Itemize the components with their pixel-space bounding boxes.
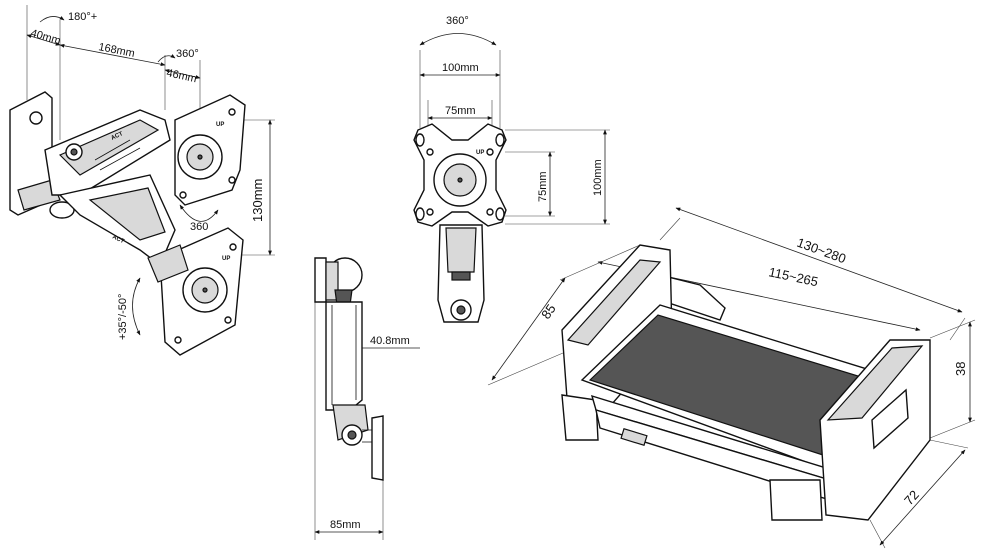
vesa-column-inner [445, 227, 477, 273]
side-arm [325, 301, 363, 411]
side-depth-label: 40.8mm [370, 335, 410, 347]
lower-vesa-bolt [202, 287, 208, 293]
inner-height-label: 75mm [537, 171, 549, 202]
rotation-label: 360 [190, 221, 208, 233]
outer-height-label: 100mm [592, 159, 604, 196]
wall-offset-dimension: 40mm [26, 27, 62, 47]
vesa-hub-bolt [457, 177, 463, 183]
rotation-indicator: 360 [179, 204, 219, 233]
dual-arm-assembly: 40mm 180°+ 168mm 360° 46mm 130mm [9, 5, 275, 356]
vesa-hole-br [486, 208, 494, 216]
depth-label: 85 [538, 301, 559, 321]
upper-vesa-hole-2 [228, 176, 236, 184]
vesa-plate-front-view: 360° 100mm 75mm 75mm 100mm [413, 15, 610, 323]
upper-vesa-hole-1 [228, 108, 236, 116]
lower-arm-shading [88, 187, 166, 241]
wall-clamp-ring [49, 201, 75, 219]
head-offset-label: 46mm [165, 67, 197, 85]
side-arm-lines [331, 305, 357, 405]
side-vesa-plate [371, 415, 384, 481]
vertical-spacing-dimension: 130mm [250, 119, 272, 256]
arm-length-dimension: 168mm [59, 41, 166, 67]
upper-vesa-hole-3 [179, 191, 187, 199]
tilt-label: +35°/-50° [117, 294, 129, 340]
vesa-slot-tl [415, 133, 425, 147]
arm-length-label: 168mm [97, 41, 135, 60]
upper-vesa-bolt [197, 154, 203, 160]
clamp-base: 130~280 115~265 85 38 72 [487, 207, 976, 549]
head-swivel-label: 360° [176, 48, 199, 60]
upper-arm-pivot-bolt [70, 148, 78, 156]
wall-plate-base [17, 179, 61, 211]
wall-plate-hole [29, 111, 43, 125]
arm-logo: ACT [110, 131, 124, 142]
right-block-handle [871, 388, 909, 450]
head-offset-dimension: 46mm [164, 67, 201, 85]
wall-swivel-label: 180°+ [68, 11, 97, 23]
lower-vesa-hole-3 [174, 336, 182, 344]
right-block-foot [769, 479, 823, 521]
vesa-hole-tl [426, 148, 434, 156]
vertical-spacing-label: 130mm [250, 179, 265, 222]
clamp-release-tab [620, 427, 648, 447]
head-swivel-indicator: 360° [157, 48, 199, 63]
height-label: 38 [953, 362, 968, 376]
lower-arm-logo: ACT [111, 234, 125, 245]
outer-length-label: 130~280 [795, 235, 848, 267]
side-view: 40.8mm 85mm [314, 257, 420, 540]
upper-arm-lines [94, 139, 141, 171]
wall-swivel-indicator: 180°+ [39, 11, 97, 23]
left-block-top [566, 259, 662, 346]
upper-arm-shading [58, 119, 160, 176]
vesa-slot-br [495, 207, 505, 221]
side-base-label: 85mm [330, 519, 361, 531]
width-label: 72 [901, 487, 922, 508]
vesa-slot-tr [495, 133, 505, 147]
wall-offset-label: 40mm [29, 27, 62, 47]
lower-tilt-joint [147, 244, 189, 283]
inner-length-label: 115~265 [767, 264, 819, 289]
vesa-column-knob-center [456, 305, 466, 315]
upper-vesa-up-mark: UP [216, 122, 224, 128]
lower-vesa-hole-2 [224, 316, 232, 324]
side-wall-bracket [314, 257, 327, 303]
plate-rotation-label: 360° [446, 15, 469, 27]
side-vesa-links [362, 429, 372, 443]
left-block-foot [561, 394, 599, 441]
vesa-up-mark: UP [476, 150, 484, 156]
outer-width-label: 100mm [442, 62, 479, 74]
lower-vesa-hole-1 [229, 243, 237, 251]
vesa-column-lock [451, 271, 471, 281]
right-block-top [826, 345, 924, 421]
tilt-indicator: +35°/-50° [117, 277, 141, 340]
vesa-hole-tr [486, 148, 494, 156]
vesa-slot-bl [415, 207, 425, 221]
side-tilt-knob-center [347, 430, 357, 440]
vesa-hole-bl [426, 208, 434, 216]
lower-vesa-up-mark: UP [222, 256, 230, 262]
inner-width-label: 75mm [445, 105, 476, 117]
